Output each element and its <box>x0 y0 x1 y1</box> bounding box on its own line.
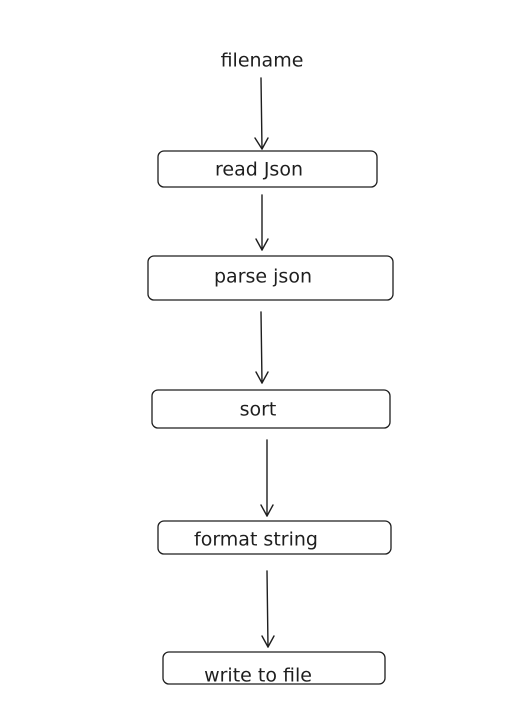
node-label-write-to-file: write to file <box>204 665 312 687</box>
node-sort: sort <box>151 389 391 429</box>
node-label-read-json: read Json <box>215 159 303 181</box>
arrow-3 <box>255 311 269 384</box>
node-read-json: read Json <box>157 150 378 188</box>
node-label-format-string: format string <box>194 529 318 551</box>
node-label-sort: sort <box>240 399 277 421</box>
arrow-5 <box>261 570 275 648</box>
node-format-string: format string <box>157 520 392 555</box>
arrow-2 <box>255 194 269 251</box>
start-label: filename <box>221 50 304 72</box>
arrow-4 <box>260 439 274 517</box>
arrow-1 <box>254 77 269 150</box>
node-write-to-file: write to file <box>162 651 386 687</box>
node-parse-json: parse json <box>147 255 394 301</box>
node-label-parse-json: parse json <box>214 266 312 288</box>
